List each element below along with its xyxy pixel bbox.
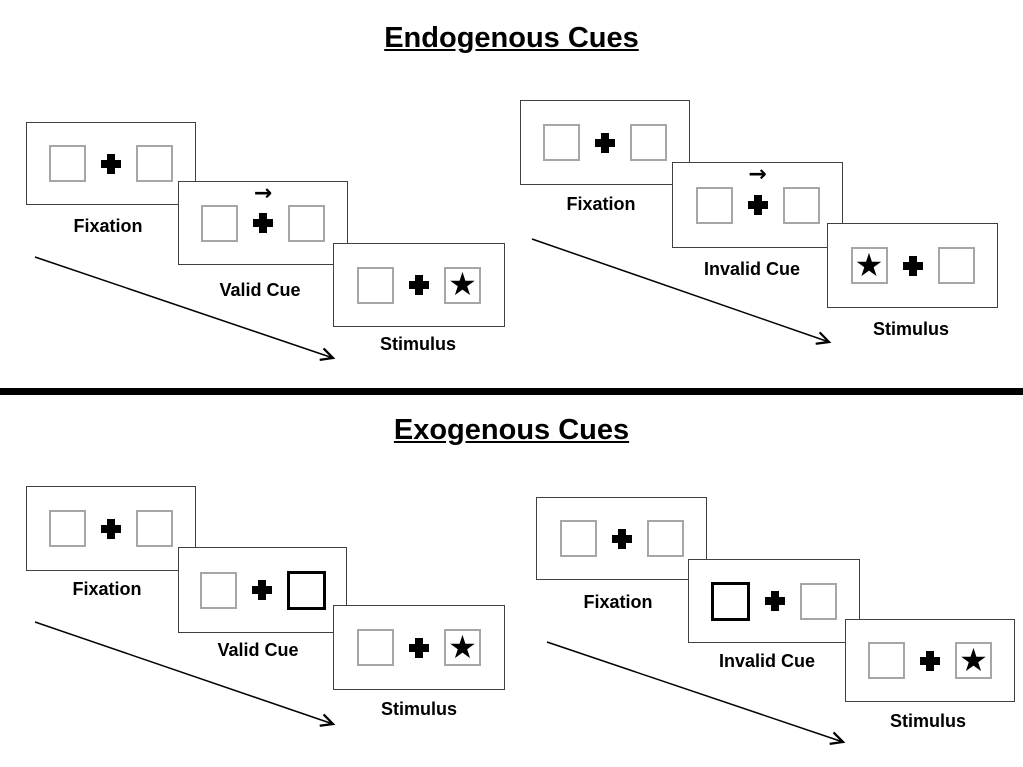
stimulus-panel: ★: [333, 243, 505, 327]
panel-label: Stimulus: [889, 711, 966, 731]
left-box: [543, 124, 580, 161]
panel-label: Fixation: [73, 216, 143, 236]
right-box: [782, 186, 820, 224]
panel-label: Fixation: [566, 194, 636, 214]
panel-label: Stimulus: [872, 319, 949, 339]
panel-label: Valid Cue: [217, 640, 299, 660]
right-box: ★: [444, 629, 481, 666]
timeline-arrow: [546, 641, 846, 745]
cue-arrow-icon: →: [253, 181, 273, 206]
stimulus-panel: ★: [845, 619, 1015, 702]
right-box: [136, 145, 173, 182]
right-box: [646, 520, 684, 557]
plus-icon: [101, 153, 121, 174]
left-box: [357, 629, 394, 666]
plus-icon: [611, 528, 632, 549]
right-box: [800, 582, 837, 620]
star-icon: ★: [448, 265, 477, 303]
panel-label: Invalid Cue: [703, 259, 801, 279]
fixation-panel: [536, 497, 707, 580]
section-title-endogenous: Endogenous Cues: [384, 22, 639, 54]
star-icon: ★: [854, 245, 884, 284]
right-box: ★: [955, 642, 992, 679]
plus-icon: [595, 132, 615, 153]
plus-icon: [253, 213, 273, 233]
right-box: [288, 204, 325, 242]
left-box: [695, 186, 733, 224]
cue-panel: [178, 547, 347, 633]
stimulus-panel: ★: [333, 605, 505, 690]
right-box: [937, 247, 975, 284]
timeline-arrow: [34, 256, 336, 361]
plus-icon: [747, 195, 768, 215]
cue-panel: →: [672, 162, 843, 248]
plus-icon: [409, 275, 429, 295]
fixation-panel: [26, 486, 196, 571]
plus-icon: [101, 518, 121, 539]
right-box: [136, 510, 173, 547]
panel-label: Fixation: [72, 579, 142, 599]
section-divider: [0, 388, 1023, 395]
left-box: [49, 510, 86, 547]
left-box: [199, 571, 237, 609]
panel-label: Stimulus: [380, 699, 457, 719]
left-box: [868, 642, 905, 679]
left-box: [201, 204, 238, 242]
plus-icon: [251, 580, 272, 600]
timeline-arrow: [34, 621, 336, 727]
panel-label: Invalid Cue: [718, 651, 816, 671]
section-title-exogenous: Exogenous Cues: [393, 414, 630, 446]
left-box: [49, 145, 86, 182]
cue-arrow-icon: →: [748, 162, 767, 187]
left-box-cued: [711, 581, 750, 621]
star-icon: ★: [959, 640, 988, 679]
plus-icon: [902, 255, 923, 276]
left-box: [357, 266, 394, 304]
fixation-panel: [520, 100, 690, 185]
right-box: ★: [444, 265, 481, 304]
right-box-cued: [286, 570, 326, 610]
star-icon: ★: [448, 627, 477, 666]
panel-label: Fixation: [583, 592, 653, 612]
stimulus-panel: ★: [827, 223, 998, 308]
panel-label: Valid Cue: [219, 280, 301, 300]
panel-label: Stimulus: [379, 334, 456, 354]
right-box: [630, 124, 667, 161]
timeline-arrow: [531, 238, 832, 345]
cue-panel: [688, 559, 860, 643]
cue-panel: →: [178, 181, 348, 265]
plus-icon: [920, 650, 940, 671]
plus-icon: [409, 637, 429, 658]
plus-icon: [765, 591, 785, 611]
left-box: [559, 520, 597, 557]
left-box: ★: [850, 245, 888, 284]
fixation-panel: [26, 122, 196, 205]
